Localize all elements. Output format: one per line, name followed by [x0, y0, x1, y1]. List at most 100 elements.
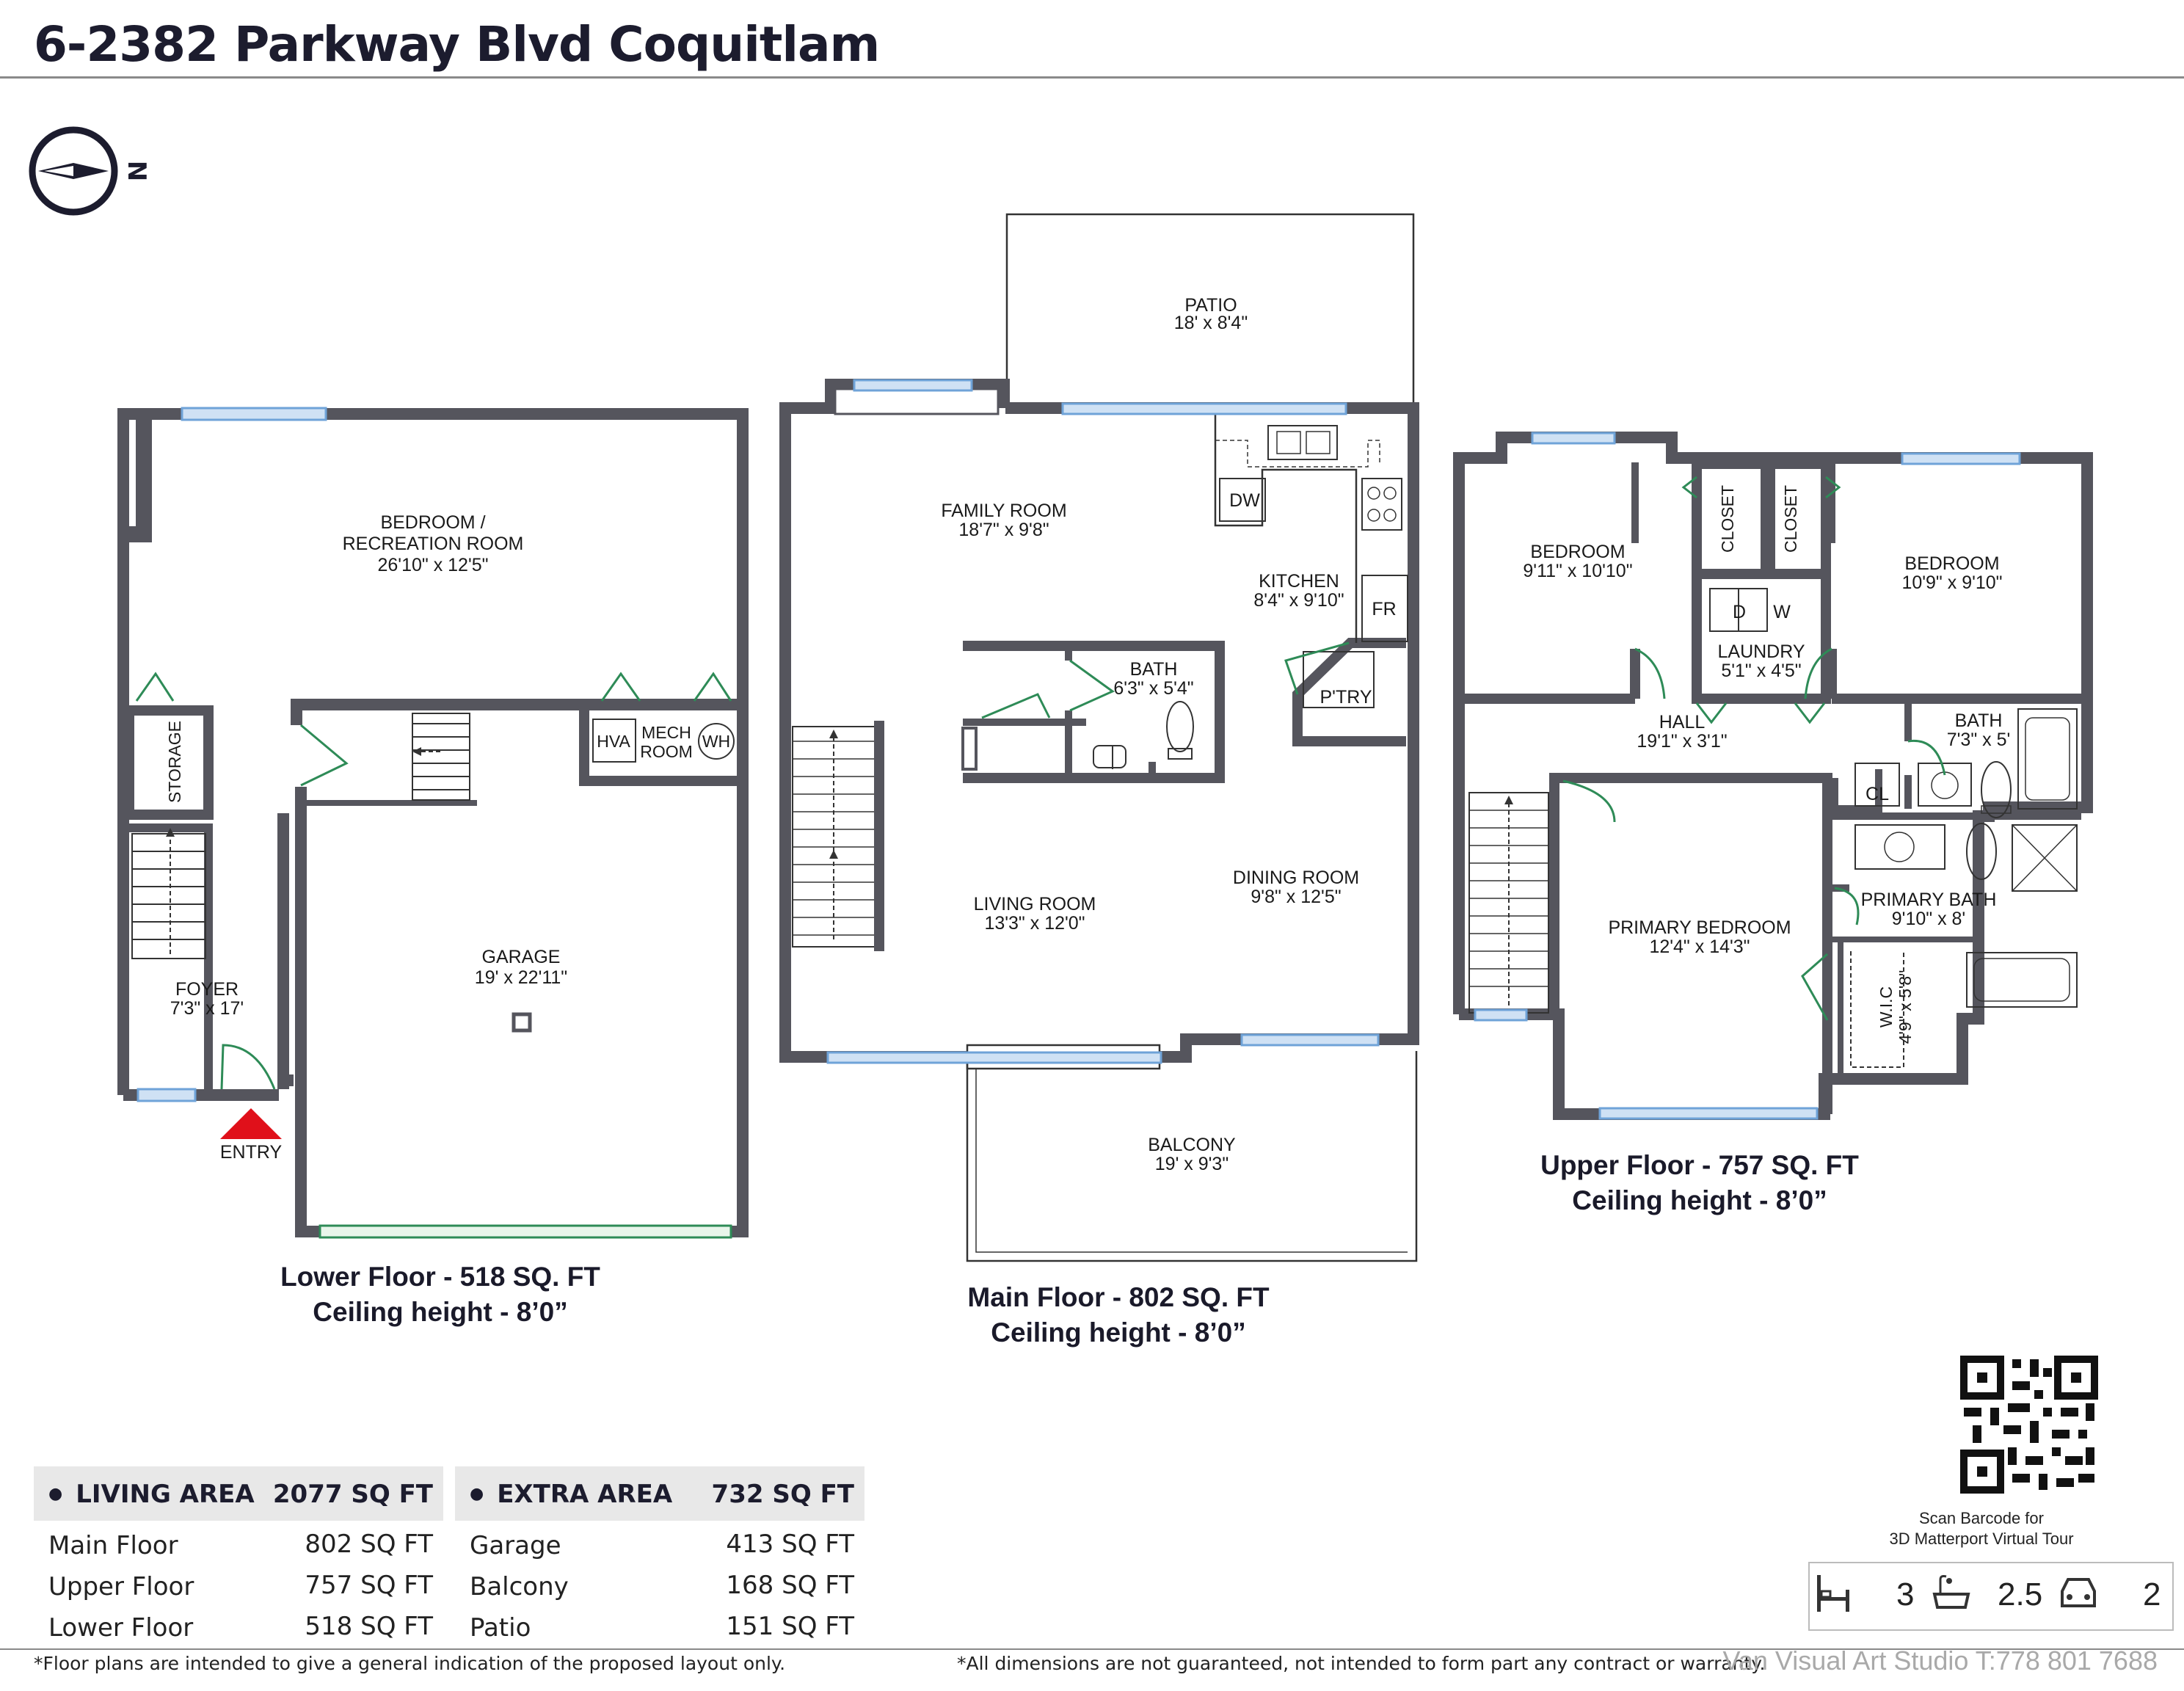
upper-bath-dims: 7'3" x 5': [1947, 730, 2011, 750]
garage-name: GARAGE: [482, 947, 561, 967]
footer-disclaimer-left: *Floor plans are intended to give a gene…: [34, 1653, 786, 1674]
dining-room-dims: 9'8" x 12'5": [1251, 887, 1341, 907]
row-label: Lower Floor: [48, 1613, 194, 1643]
lower-bedroom-dims: 26'10" x 12'5": [377, 555, 488, 575]
laundry-dims: 5'1" x 4'5": [1721, 661, 1801, 681]
row-label: Upper Floor: [48, 1572, 194, 1601]
washer-label: W: [1773, 602, 1791, 622]
row-value: 802 SQ FT: [305, 1530, 433, 1559]
dw-label: DW: [1229, 490, 1260, 511]
table-row: Main Floor 802 SQ FT: [34, 1525, 443, 1565]
upper-bedroom2-name: BEDROOM: [1904, 553, 1999, 574]
row-label: Patio: [470, 1613, 531, 1643]
primary-bath-dims: 9'10" x 8': [1892, 909, 1965, 929]
cl-label: CL: [1866, 784, 1889, 804]
living-area-header-value: 2077 SQ FT: [272, 1480, 433, 1509]
main-floor-caption2: Ceiling height - 8’0”: [991, 1317, 1245, 1348]
family-room-dims: 18'7" x 9'8": [958, 520, 1049, 540]
upper-bedroom1-name: BEDROOM: [1530, 542, 1625, 562]
wh-label: WH: [702, 732, 730, 751]
entry-marker: [220, 1108, 282, 1139]
dining-room-name: DINING ROOM: [1233, 868, 1359, 888]
page-title: 6-2382 Parkway Blvd Coquitlam: [34, 16, 880, 73]
row-value: 757 SQ FT: [305, 1571, 433, 1600]
table-row: Lower Floor 518 SQ FT: [34, 1607, 443, 1647]
family-room-name: FAMILY ROOM: [941, 501, 1066, 521]
hall-dims: 19'1" x 3'1": [1637, 731, 1727, 752]
primary-bath-name: PRIMARY BATH: [1861, 890, 1997, 910]
bathroom-count: 2.5: [1998, 1577, 2043, 1612]
row-label: Main Floor: [48, 1531, 178, 1560]
patio-dims: 18' x 8'4": [1174, 313, 1248, 333]
lower-floor-caption1: Lower Floor - 518 SQ. FT: [280, 1262, 600, 1292]
wic-dims: 4'9" x 5'8": [1896, 970, 1915, 1044]
upper-floor-caption1: Upper Floor - 757 SQ. FT: [1540, 1150, 1859, 1180]
foyer-name: FOYER: [175, 979, 239, 1000]
upper-bedroom2-dims: 10'9" x 9'10": [1901, 572, 2002, 593]
table-row: Balcony 168 SQ FT: [455, 1566, 864, 1606]
storage-label: STORAGE: [165, 721, 184, 803]
kitchen-name: KITCHEN: [1259, 571, 1339, 592]
row-label: Garage: [470, 1531, 561, 1560]
balcony-dims: 19' x 9'3": [1155, 1154, 1228, 1174]
patio-name: PATIO: [1184, 295, 1237, 316]
living-area-header: LIVING AREA 2077 SQ FT: [34, 1466, 443, 1521]
closet2-label: CLOSET: [1781, 485, 1800, 553]
kitchen-dims: 8'4" x 9'10": [1253, 590, 1344, 611]
extra-area-header: EXTRA AREA 732 SQ FT: [455, 1466, 864, 1521]
upper-floor-caption2: Ceiling height - 8’0”: [1572, 1185, 1827, 1215]
bedroom-count: 3: [1896, 1577, 1915, 1612]
hva-label: HVA: [597, 732, 630, 751]
table-row: Patio 151 SQ FT: [455, 1607, 864, 1647]
qr-caption-line2: 3D Matterport Virtual Tour: [1889, 1530, 2074, 1548]
row-label: Balcony: [470, 1572, 569, 1601]
upper-bedroom1-dims: 9'11" x 10'10": [1523, 561, 1632, 581]
lower-floor-plan: BEDROOM / RECREATION ROOM 26'10" x 12'5"…: [117, 407, 749, 1327]
mech-label2: ROOM: [640, 742, 693, 761]
primary-bedroom-name: PRIMARY BEDROOM: [1608, 917, 1791, 938]
garage-dims: 19' x 22'11": [475, 967, 567, 988]
header-divider: [0, 76, 2184, 79]
qr-caption-line1: Scan Barcode for: [1919, 1509, 2044, 1527]
main-floor-plan: PATIO 18' x 8'4" FAMILY ROOM 18'7" x 9'8…: [779, 213, 1419, 1348]
qr-code[interactable]: [1960, 1356, 2098, 1494]
footer-disclaimer-right: *All dimensions are not guaranteed, not …: [957, 1653, 1766, 1674]
balcony-name: BALCONY: [1148, 1135, 1236, 1155]
main-floor-caption1: Main Floor - 802 SQ. FT: [967, 1282, 1270, 1312]
entry-label: ENTRY: [220, 1142, 283, 1163]
upper-bath-name: BATH: [1955, 710, 2003, 731]
foyer-dims: 7'3" x 17': [170, 998, 244, 1019]
main-bath-dims: 6'3" x 5'4": [1113, 678, 1193, 699]
garage-count: 2: [2143, 1577, 2161, 1612]
pantry-label: P'TRY: [1320, 687, 1372, 708]
hall-name: HALL: [1659, 712, 1706, 732]
living-room-dims: 13'3" x 12'0": [984, 913, 1085, 934]
compass-icon: N: [29, 126, 151, 216]
car-icon: [2061, 1578, 2096, 1607]
row-value: 518 SQ FT: [305, 1612, 433, 1641]
footer-divider: [0, 1648, 2184, 1650]
laundry-name: LAUNDRY: [1717, 641, 1805, 662]
bed-icon: [1817, 1575, 1849, 1612]
fr-label: FR: [1372, 599, 1396, 619]
brand-contact: Van Visual Art Studio T:778 801 7688: [1722, 1645, 2158, 1676]
extra-area-header-value: 732 SQ FT: [711, 1480, 854, 1509]
compass-north-label: N: [122, 161, 151, 181]
row-value: 413 SQ FT: [726, 1530, 854, 1559]
table-row: Garage 413 SQ FT: [455, 1525, 864, 1565]
row-value: 168 SQ FT: [726, 1571, 854, 1600]
lower-bedroom-name2: RECREATION ROOM: [343, 534, 524, 554]
table-row: Upper Floor 757 SQ FT: [34, 1566, 443, 1606]
living-area-header-label: LIVING AREA: [48, 1480, 255, 1509]
mech-label1: MECH: [641, 723, 691, 742]
extra-area-header-label: EXTRA AREA: [470, 1480, 672, 1509]
lower-bedroom-name1: BEDROOM /: [380, 512, 485, 533]
row-value: 151 SQ FT: [726, 1612, 854, 1641]
living-area-table: LIVING AREA 2077 SQ FT Main Floor 802 SQ…: [34, 1466, 445, 1650]
property-stats: 3 2.5 2: [1808, 1562, 2174, 1631]
lower-floor-caption2: Ceiling height - 8’0”: [313, 1297, 567, 1327]
upper-floor-plan: BEDROOM 9'11" x 10'10" CLOSET CLOSET BED…: [1453, 432, 2093, 1215]
living-room-name: LIVING ROOM: [974, 894, 1096, 914]
main-bath-name: BATH: [1130, 659, 1178, 680]
